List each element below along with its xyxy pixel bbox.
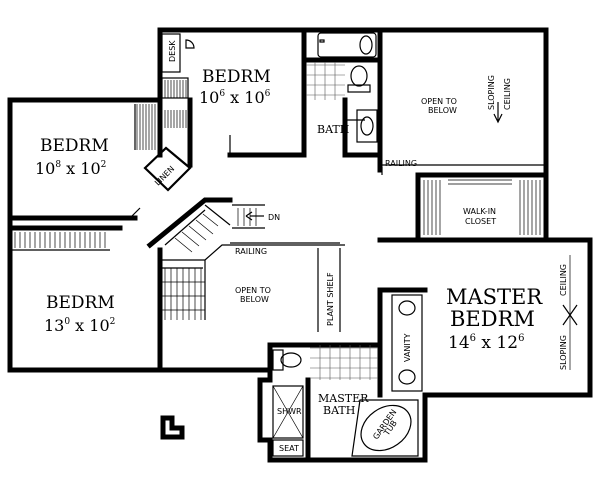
master-bedroom-name-2: BEDRM (450, 307, 535, 331)
bedroom-bottom-name: BEDRM (46, 293, 115, 313)
railing-top-label: RAILING (385, 159, 417, 168)
plant-shelf (317, 248, 341, 332)
dn-label: DN (268, 213, 280, 222)
vanity-label: VANITY (403, 333, 412, 362)
open-below-mid-1: OPEN TO (235, 286, 271, 295)
bath-fixtures (306, 32, 378, 143)
railing-stair-label: RAILING (235, 247, 267, 256)
bedroom-bottom-dimensions: 130 x 102 (44, 316, 115, 335)
master-bedroom-name-1: MASTER (446, 285, 543, 309)
sloping-top-2: CEILING (503, 78, 512, 110)
door-swings (129, 119, 365, 219)
master-bath-label-2: BATH (323, 404, 355, 417)
open-below-mid-2: BELOW (240, 295, 269, 304)
ceiling-right-label: CEILING (559, 264, 568, 296)
interior-walls (7, 57, 549, 463)
exterior-walls (7, 27, 593, 463)
bedroom-top-dimensions: 106 x 106 (199, 88, 271, 107)
sloping-right-label: SLOPING (559, 335, 568, 370)
master-bedroom-dimensions: 146 x 126 (448, 333, 524, 353)
exterior-step (160, 415, 185, 440)
bedroom-left-name: BEDRM (40, 136, 109, 156)
bedroom-left-dimensions: 108 x 102 (35, 159, 106, 178)
shower-label: SHWR (277, 407, 302, 416)
open-below-top-2: BELOW (428, 106, 457, 115)
walk-in-closet-rods (423, 179, 541, 235)
bath-label: BATH (317, 123, 349, 136)
open-below-top-1: OPEN TO (421, 97, 457, 106)
walk-in-2: CLOSET (465, 217, 496, 226)
desk-label: DESK (168, 40, 177, 62)
seat-label: SEAT (279, 444, 299, 453)
master-bath-label-1: MASTER (318, 392, 369, 405)
sloping-ceiling-symbol (562, 255, 578, 370)
railing-open-above (381, 164, 546, 175)
stairs (162, 204, 345, 320)
bedroom-top-name: BEDRM (202, 67, 271, 87)
closet-bottom-bedroom (12, 232, 110, 251)
linen-closet (143, 146, 192, 192)
desk (161, 33, 195, 73)
plant-shelf-label: PLANT SHELF (326, 272, 335, 326)
sloping-arrow-top (493, 102, 503, 124)
sloping-top-1: SLOPING (487, 75, 496, 110)
walk-in-1: WALK-IN (463, 207, 496, 216)
master-bath-fixtures (272, 294, 423, 457)
closet-top-bedroom (161, 77, 189, 128)
closet-left-bedroom (134, 104, 156, 150)
